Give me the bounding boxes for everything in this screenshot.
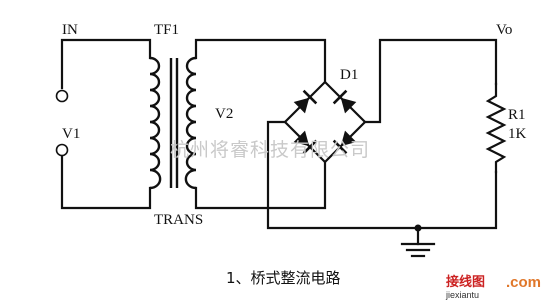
bridge-diamond	[283, 80, 367, 164]
site-logo-name: 接线图	[446, 274, 485, 290]
primary-top-wire	[60, 38, 152, 90]
ground-symbol	[400, 224, 436, 258]
diode-upper-left	[293, 89, 318, 114]
diode-upper-right	[332, 89, 357, 114]
input-terminal-top	[55, 89, 69, 103]
label-trans: TRANS	[154, 212, 203, 228]
site-logo-url: jiexiantu	[445, 290, 479, 300]
label-r1: R1	[508, 107, 526, 123]
site-logo-domain: .com	[506, 274, 541, 291]
output-ground-rail	[266, 120, 498, 230]
secondary-bottom-wire	[194, 160, 327, 210]
input-terminals	[55, 38, 152, 210]
figure-caption: 1、桥式整流电路	[226, 269, 341, 287]
watermark-text: 杭州将睿科技有限公司	[170, 139, 370, 161]
input-terminal-bottom	[55, 143, 69, 157]
label-v2: V2	[215, 106, 233, 122]
bridge-rectifier-d1	[283, 80, 367, 164]
transformer-tf1	[149, 56, 197, 190]
site-logo: 接线图 .com jiexiantu	[445, 274, 541, 300]
primary-winding	[149, 56, 162, 190]
diode-lower-left	[293, 130, 318, 155]
primary-bottom-wire	[60, 155, 152, 210]
secondary-winding	[184, 56, 197, 190]
resistor-r1	[485, 82, 507, 174]
output-wiring	[266, 38, 498, 230]
secondary-wiring	[194, 38, 327, 210]
label-v1: V1	[62, 126, 80, 142]
secondary-top-wire	[194, 38, 327, 84]
label-vo: Vo	[496, 22, 512, 38]
label-tf1: TF1	[154, 22, 179, 38]
output-positive-wire	[363, 38, 498, 124]
label-in: IN	[62, 22, 78, 38]
diode-lower-right	[332, 130, 357, 155]
label-d1: D1	[340, 67, 358, 83]
label-r1-value: 1K	[508, 126, 527, 142]
